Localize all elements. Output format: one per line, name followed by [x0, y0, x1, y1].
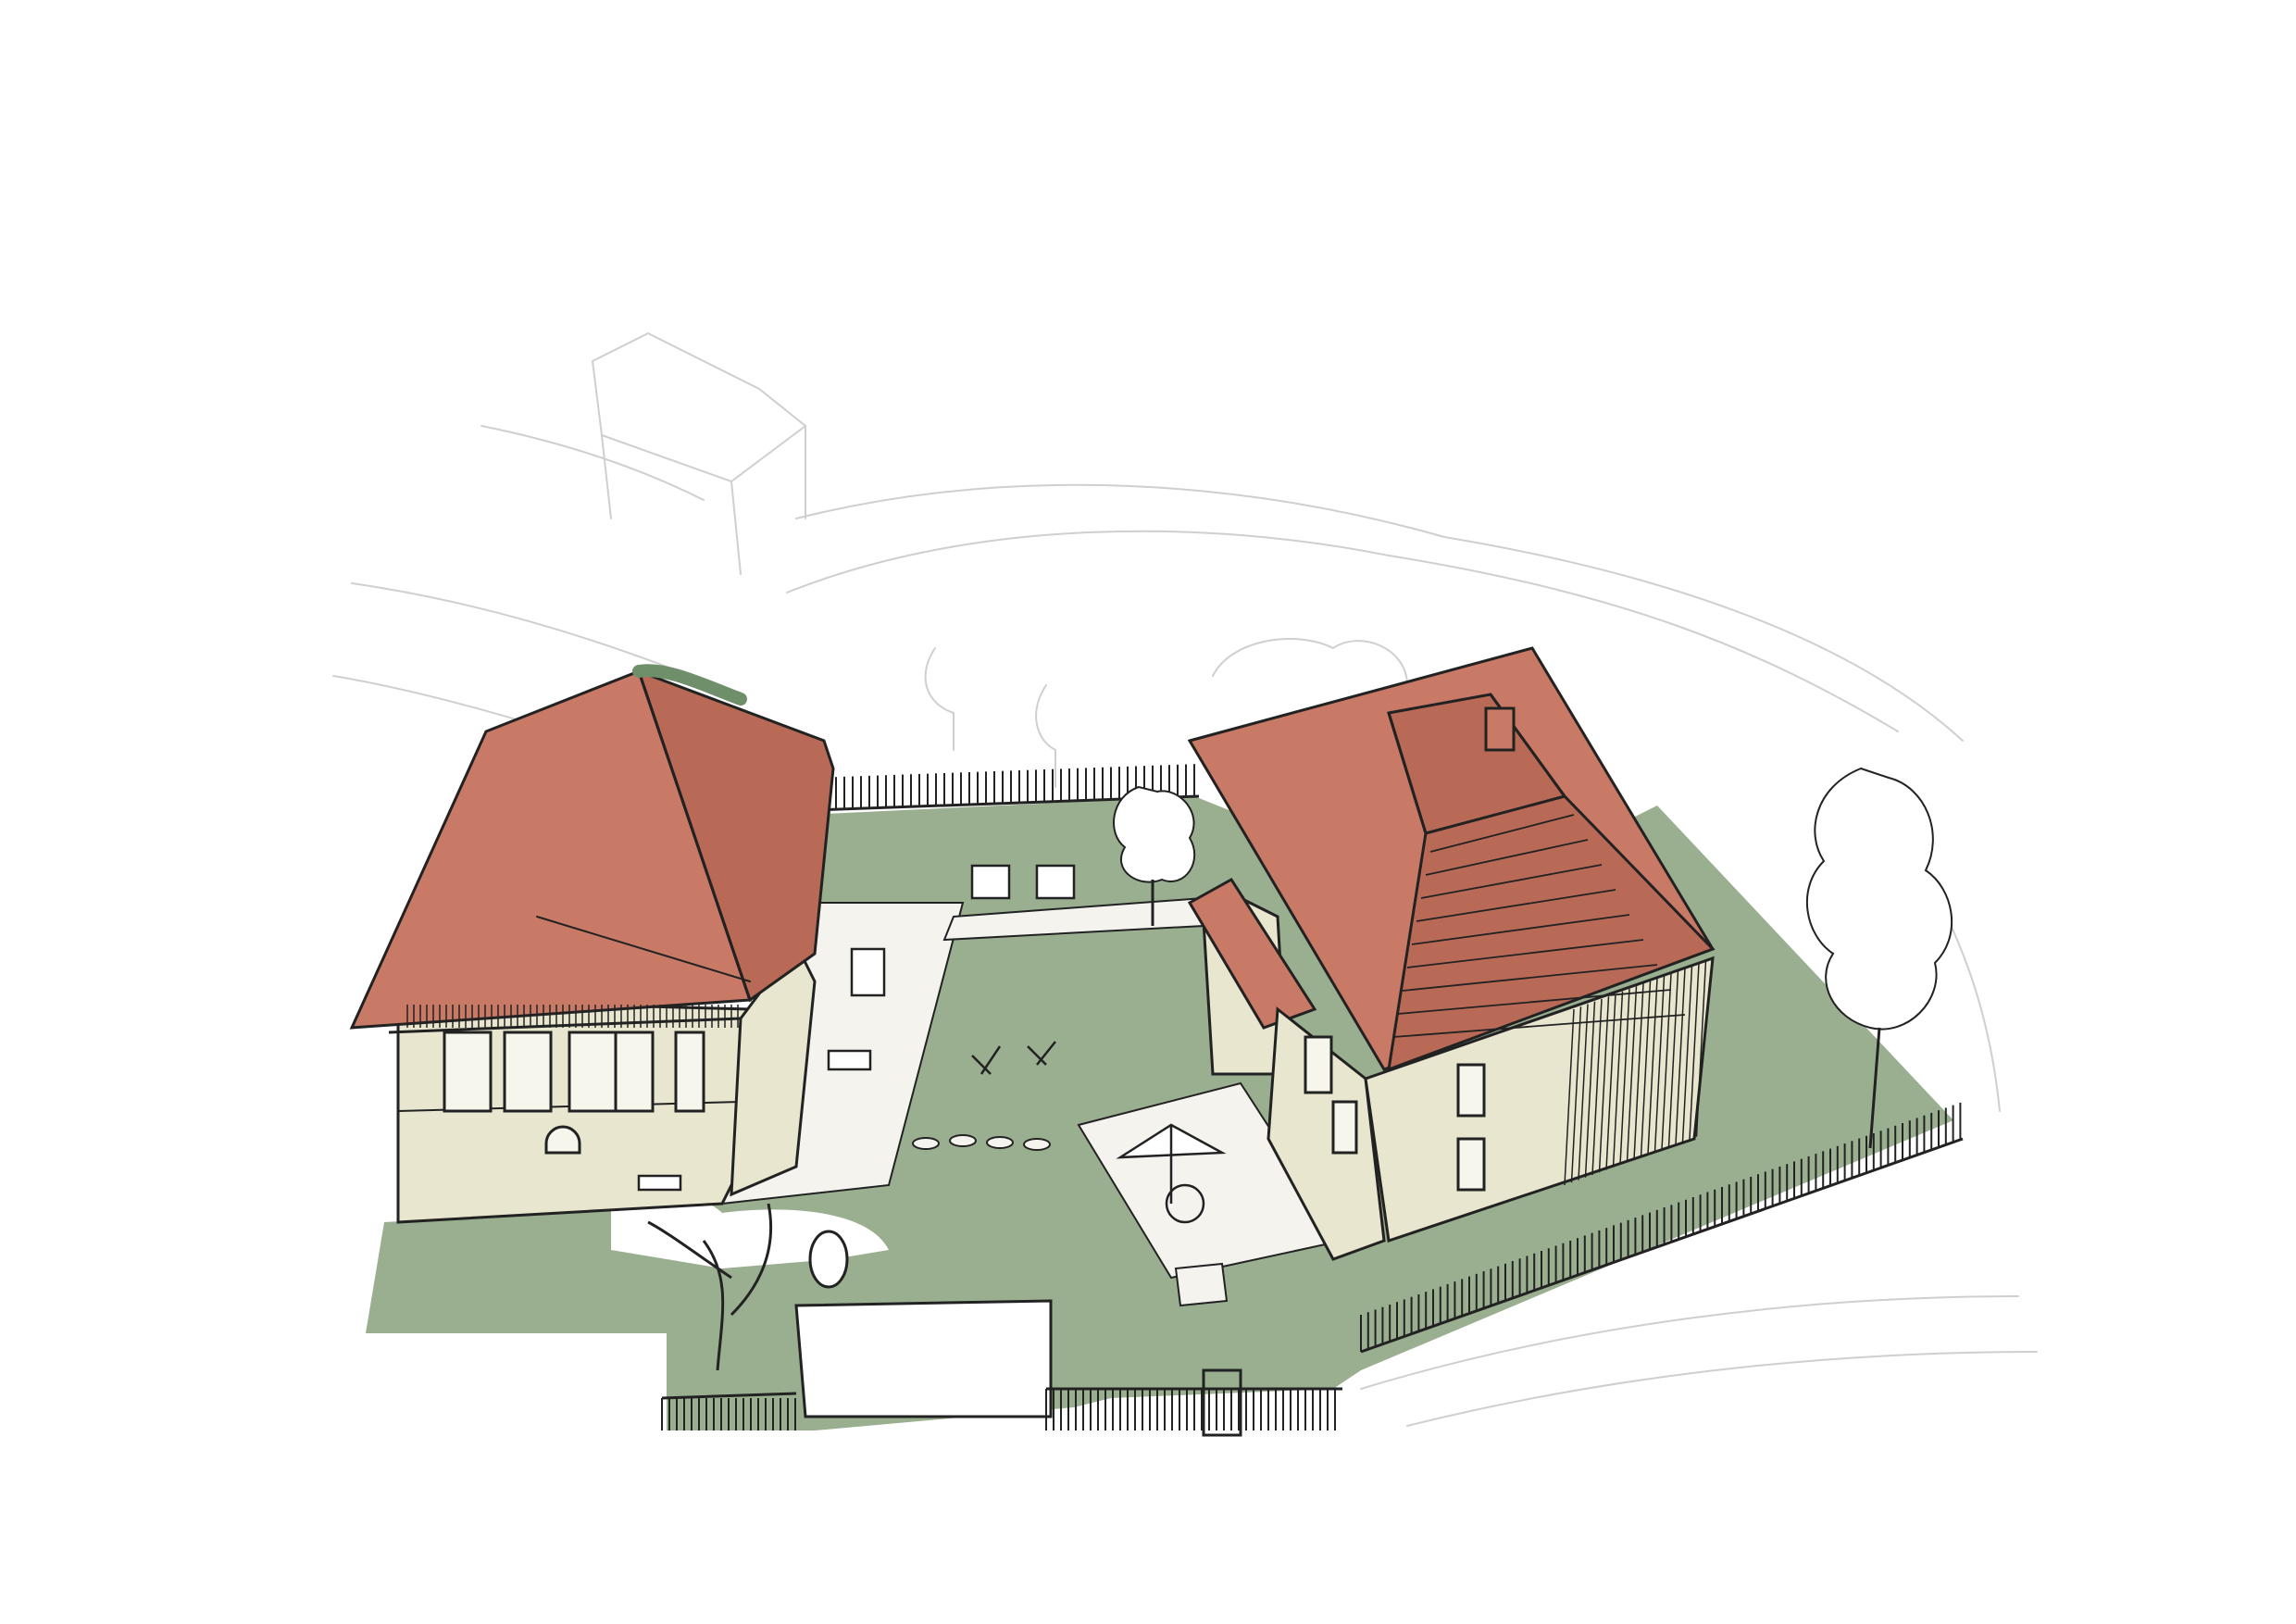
tree-icon: [1805, 767, 1953, 1149]
sketch-stroke: [1402, 964, 1658, 992]
entrance-paving: [794, 1299, 1053, 1418]
tree-icon: [647, 1203, 773, 1371]
raised-beds: [970, 864, 1076, 900]
barn-building-icon: [349, 664, 835, 1224]
sketch-stroke: [1598, 996, 1610, 1173]
sketch-stroke: [1411, 914, 1630, 945]
garden-table: [637, 947, 886, 1192]
fence-front: [661, 1387, 1342, 1430]
chimney: [1484, 706, 1516, 752]
stepping-stones: [912, 1134, 1051, 1151]
sketch-stroke: [1653, 976, 1666, 1153]
sketch-stroke: [1681, 966, 1693, 1143]
sketch-stroke: [1397, 989, 1672, 1015]
house-building-icon: [1174, 646, 1716, 1307]
sketch-stroke: [1633, 983, 1644, 1160]
deck-chairs: [971, 1041, 1056, 1075]
sketch-stroke: [1647, 978, 1658, 1156]
sketch-stroke: [1406, 939, 1644, 968]
tree-icon: [1113, 785, 1196, 926]
sketch-stroke: [1661, 973, 1672, 1150]
sketch-stroke: [1640, 981, 1652, 1157]
sketch-stroke: [1416, 889, 1616, 922]
sketch-stroke: [1667, 970, 1679, 1147]
parasol-icon: [1116, 1123, 1227, 1224]
annex-roof: [1187, 878, 1317, 1030]
sketch-stroke: [1605, 993, 1616, 1170]
sketch-stroke: [1612, 991, 1624, 1168]
sketch-stroke: [1392, 1014, 1686, 1038]
sketch-stroke: [1591, 998, 1603, 1176]
sketch-stroke: [1619, 988, 1630, 1166]
fence-right: [1360, 1102, 1964, 1354]
sketch-stroke: [1420, 864, 1603, 899]
sketch-stroke: [1425, 839, 1589, 876]
sketch-stroke: [1689, 963, 1700, 1140]
sketch-stroke: [1626, 986, 1638, 1163]
sketch-stroke: [1578, 1004, 1589, 1181]
sketch-stroke: [1570, 1006, 1582, 1183]
hanging-chair: [808, 1230, 849, 1289]
sketch-stroke: [1695, 960, 1707, 1137]
green-roof-edge: [632, 664, 747, 706]
sketch-stroke: [1429, 814, 1575, 853]
sketch-stroke: [1584, 1001, 1596, 1178]
gate-icon: [1202, 1368, 1242, 1437]
steps: [1174, 1262, 1229, 1307]
sketch-stroke: [1675, 968, 1686, 1145]
sketch-stroke: [1564, 1008, 1575, 1186]
